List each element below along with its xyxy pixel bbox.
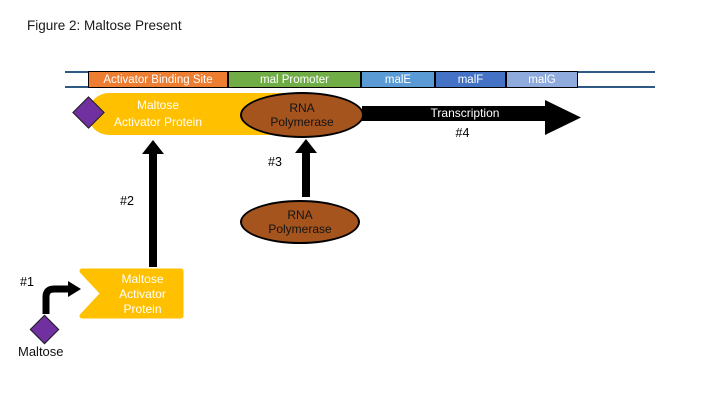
step-1-arrow-shaft (42, 285, 68, 314)
step-2-label: #2 (120, 194, 134, 208)
rna-polymerase-bound-line2: Polymerase (270, 115, 334, 129)
free-activator-protein-polygon (79, 268, 184, 319)
free-activator-protein-shape (79, 268, 184, 319)
dna-segment-activator-binding-site: Activator Binding Site (88, 71, 228, 88)
transcription-label: Transcription (430, 106, 500, 120)
bound-activator-line1: Maltose (136, 98, 180, 112)
step-3-arrow-head (295, 139, 317, 153)
free-activator-line1: Maltose (121, 272, 164, 286)
free-activator-protein-label: Maltose Activator Protein (100, 272, 185, 317)
rna-polymerase-free-line2: Polymerase (268, 222, 332, 236)
step-1-arrow-head (68, 281, 81, 297)
dna-segment-malG: malG (506, 71, 578, 88)
step-2-arrow-shaft (149, 152, 157, 267)
maltose-label: Maltose (18, 344, 64, 359)
step-2-arrow-head (142, 140, 164, 154)
free-activator-line3: Protein (123, 302, 162, 316)
step-1-label: #1 (20, 275, 34, 289)
step-2-arrow (142, 140, 164, 267)
step-4-label: #4 (455, 126, 470, 140)
rna-polymerase-bound: RNA Polymerase (240, 92, 364, 138)
dna-segment-malE: malE (361, 71, 435, 88)
transcription-arrow-shaft (362, 106, 545, 121)
dna-segment-malF: malF (435, 71, 506, 88)
bound-activator-line2: Activator Protein (113, 115, 203, 129)
bound-activator-protein-label: Maltose Activator Protein (88, 97, 228, 131)
step-3-arrow (295, 139, 317, 197)
rna-polymerase-free: RNA Polymerase (240, 200, 360, 244)
rna-polymerase-bound-line1: RNA (289, 100, 315, 115)
step-3-label: #3 (268, 155, 282, 169)
dna-segment-mal-promoter: mal Promoter (228, 71, 361, 88)
step-3-arrow-shaft (302, 151, 310, 197)
figure-title: Figure 2: Maltose Present (27, 18, 182, 33)
transcription-arrow-head (545, 100, 581, 135)
transcription-arrow (362, 100, 581, 135)
step-1-arrow (42, 281, 81, 314)
rna-polymerase-free-line1: RNA (287, 207, 313, 222)
free-activator-line2: Activator (119, 287, 166, 301)
